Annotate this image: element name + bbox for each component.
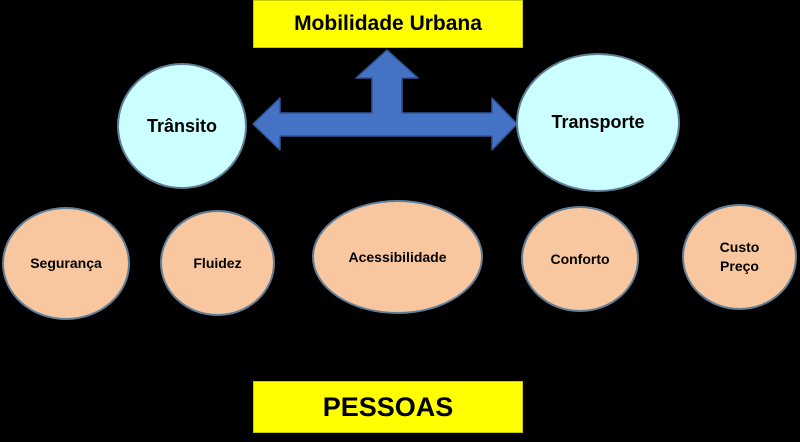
attribute-seguranca-label: Segurança bbox=[30, 255, 102, 272]
pillar-transporte-label: Transporte bbox=[551, 112, 645, 132]
attribute-fluidez: Fluidez bbox=[160, 210, 275, 316]
attribute-preco-label: Preço bbox=[720, 258, 759, 274]
attribute-conforto-label: Conforto bbox=[550, 250, 610, 267]
pillar-transito-label: Trânsito bbox=[146, 115, 217, 136]
attribute-custo-preco: Custo Preço bbox=[682, 204, 797, 310]
attribute-conforto: Conforto bbox=[521, 206, 639, 312]
pillar-transporte: Transporte bbox=[516, 53, 680, 192]
attribute-custo-label: Custo bbox=[719, 239, 760, 256]
title-box: Mobilidade Urbana bbox=[253, 0, 523, 48]
attribute-seguranca: Segurança bbox=[2, 207, 130, 320]
attribute-acessibilidade-label: Acessibilidade bbox=[348, 248, 447, 265]
title-text: Mobilidade Urbana bbox=[294, 12, 482, 35]
attribute-fluidez-label: Fluidez bbox=[193, 254, 242, 271]
people-text: PESSOAS bbox=[322, 391, 454, 422]
people-box: PESSOAS bbox=[253, 381, 523, 433]
attribute-acessibilidade: Acessibilidade bbox=[312, 200, 483, 314]
pillar-transito: Trânsito bbox=[117, 63, 247, 189]
